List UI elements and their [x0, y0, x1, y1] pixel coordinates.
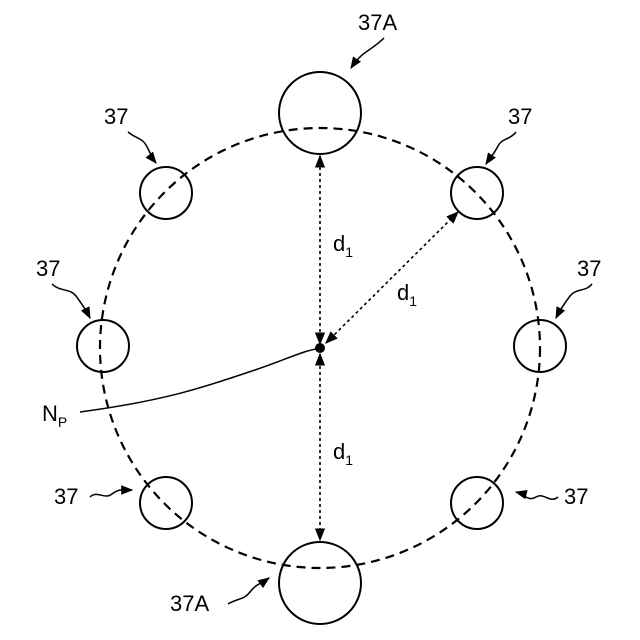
- label-37-right: 37: [577, 256, 601, 281]
- large-circle-top: [279, 72, 361, 154]
- label-37-upper-right: 37: [508, 104, 532, 129]
- label-37-lower-left: 37: [54, 484, 78, 509]
- leader-37-lower-left: [90, 490, 132, 497]
- leader-37-upper-left: [128, 132, 156, 163]
- leader-37A-top: [351, 38, 384, 68]
- label-37-upper-left: 37: [104, 104, 128, 129]
- distance-label-lower: d1: [333, 439, 353, 468]
- leader-37-left: [52, 284, 90, 318]
- small-circle-left: [77, 320, 129, 372]
- distance-label-diagonal: d1: [397, 280, 417, 309]
- large-circle-bottom: [279, 542, 361, 624]
- distance-arrow-diagonal: [326, 212, 458, 343]
- center-leader-line: [80, 349, 316, 412]
- leader-37A-bottom: [228, 578, 269, 604]
- small-circle-upper-left: [140, 167, 192, 219]
- leader-37-upper-right: [486, 132, 516, 164]
- leader-37-right: [556, 284, 592, 318]
- center-point: [315, 343, 325, 353]
- label-37-left: 37: [36, 256, 60, 281]
- small-circle-lower-left: [140, 477, 192, 529]
- distance-label-upper: d1: [333, 231, 353, 260]
- label-37-lower-right: 37: [564, 484, 588, 509]
- label-37A-bottom: 37A: [170, 591, 209, 616]
- leader-37-lower-right: [516, 492, 558, 499]
- center-point-label: NP: [42, 401, 67, 430]
- small-circle-upper-right: [451, 167, 503, 219]
- label-37A-top: 37A: [358, 10, 397, 35]
